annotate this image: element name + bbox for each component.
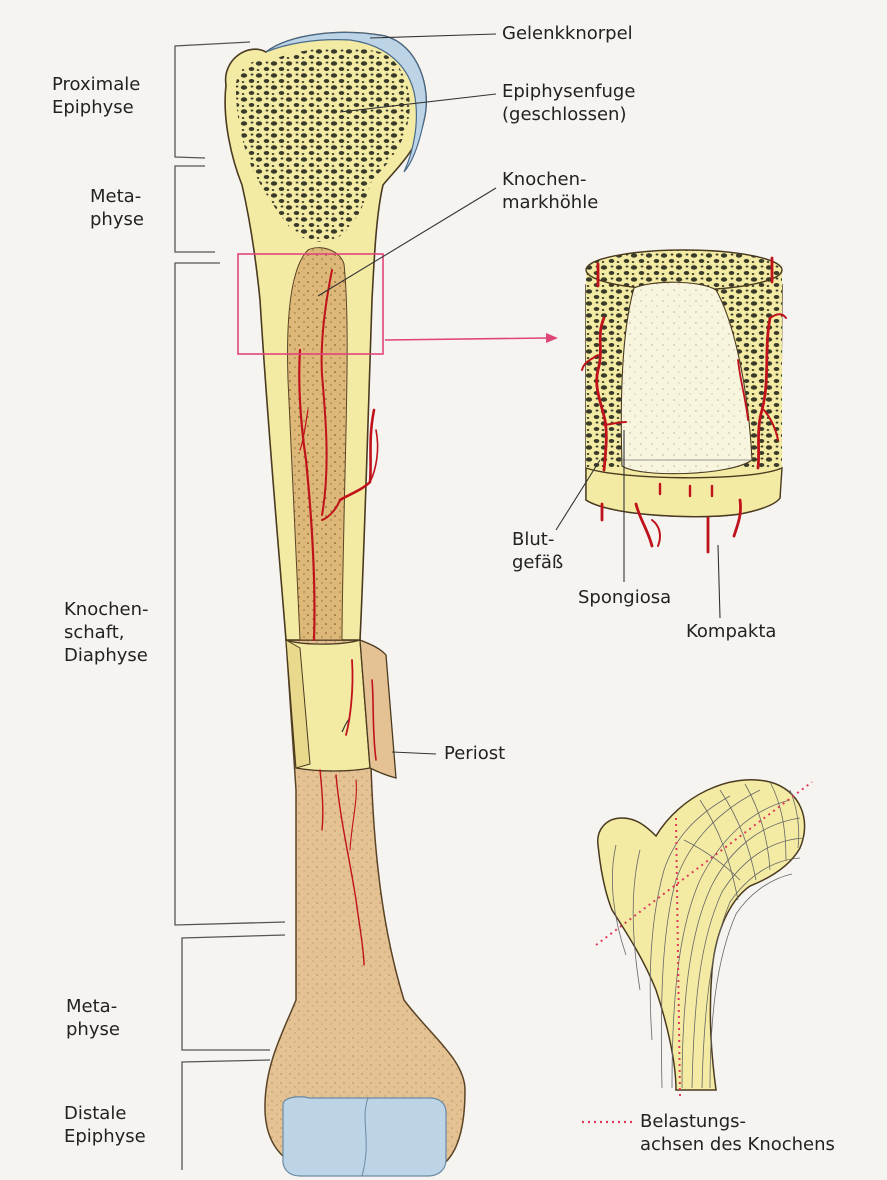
label-epiphyseal-line: Epiphysenfuge(geschlossen)	[502, 80, 635, 126]
cross-section-detail	[582, 250, 786, 552]
legend-load-axes: Belastungs-achsen des Knochens	[640, 1110, 835, 1156]
load-axis-femur	[596, 780, 812, 1096]
label-spongiosa: Spongiosa	[578, 586, 671, 609]
label-compacta: Kompakta	[686, 620, 776, 643]
label-periosteum: Periost	[444, 742, 505, 765]
label-metaphysis-bottom: Meta-physe	[66, 995, 120, 1041]
label-medullary-cavity: Knochen-markhöhle	[502, 168, 598, 214]
magnify-arrow	[385, 338, 548, 340]
label-blood-vessel: Blut-gefäß	[512, 528, 563, 574]
label-metaphysis-top: Meta-physe	[90, 185, 144, 231]
label-diaphysis: Knochen-schaft,Diaphyse	[64, 598, 149, 667]
label-articular-cartilage: Gelenkknorpel	[502, 22, 633, 45]
